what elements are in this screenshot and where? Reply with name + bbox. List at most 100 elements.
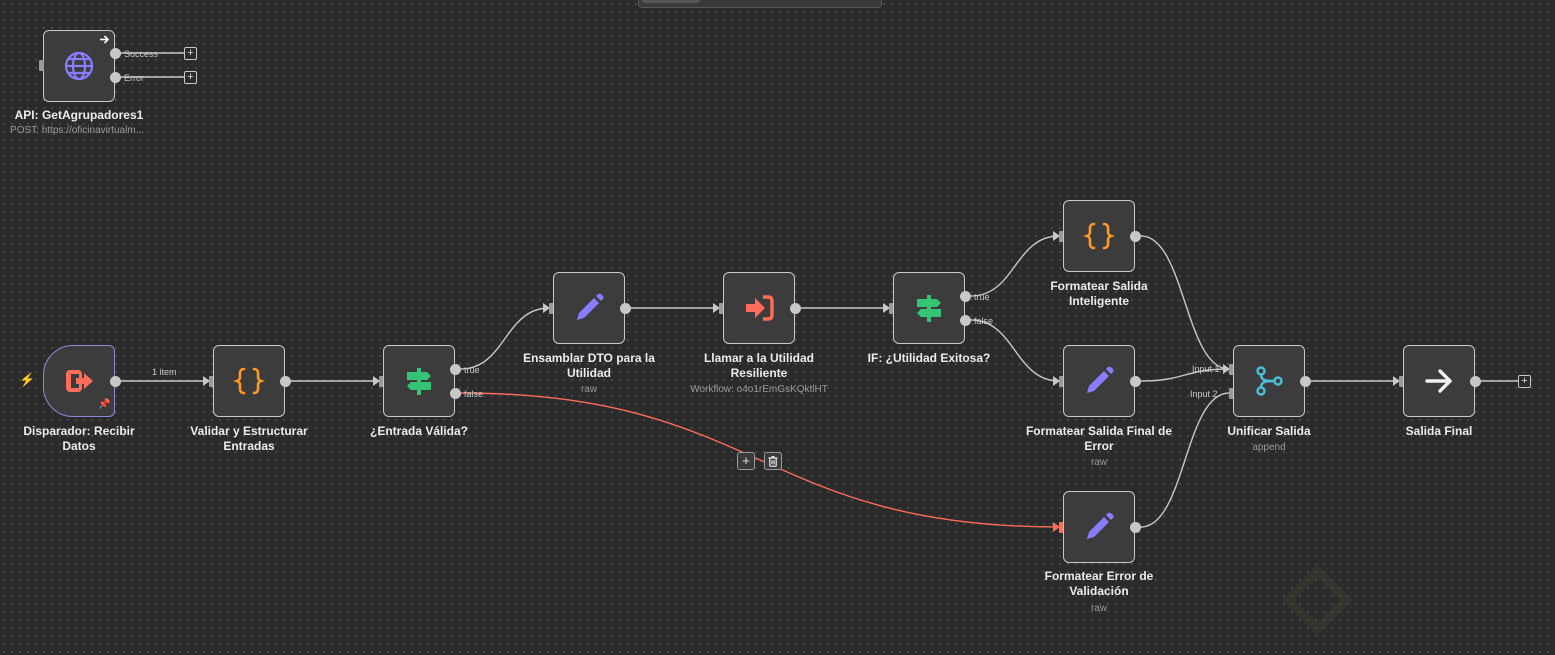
llamar-title: Llamar a la Utilidad Resiliente: [703, 351, 815, 380]
arrow-entrada: [373, 376, 380, 386]
sign-in-workflow-icon: [742, 291, 776, 325]
fmtintel-output-port[interactable]: [1130, 231, 1141, 242]
if-true-port[interactable]: [960, 291, 971, 302]
top-toolbar[interactable]: [638, 0, 882, 8]
edge-fmterrval-unificar: [1140, 392, 1230, 528]
trash-icon: [768, 456, 778, 467]
arrow-validar: [203, 376, 210, 386]
node-api-getagrupadores[interactable]: [43, 30, 115, 102]
unificar-input-2-port[interactable]: [1229, 388, 1234, 399]
if-false-port[interactable]: [960, 315, 971, 326]
salida-title: Salida Final: [1405, 424, 1473, 438]
fmterrval-title: Formatear Error de Validación: [1044, 569, 1154, 598]
pencil-icon: [1082, 510, 1116, 544]
node-validar[interactable]: [213, 345, 285, 417]
edge-entrada-true-ensamblar: [460, 307, 550, 370]
api-input-port[interactable]: [39, 60, 44, 71]
fmterrfinal-title: Formatear Salida Final de Error: [1025, 424, 1173, 453]
arrow-salida: [1393, 376, 1400, 386]
node-unificar-salida[interactable]: [1233, 345, 1305, 417]
entrada-input-port[interactable]: [379, 376, 384, 387]
validar-title: Validar y Estructurar Entradas: [190, 424, 308, 453]
llamar-output-port[interactable]: [790, 303, 801, 314]
api-success-add-button[interactable]: +: [184, 47, 197, 60]
unificar-input-1-label: Input 1: [1192, 364, 1220, 374]
logo-watermark-icon: [1282, 565, 1352, 635]
entrada-false-port[interactable]: [450, 388, 461, 399]
signpost-icon: [402, 364, 436, 398]
pin-icon: 📌: [98, 399, 111, 410]
fmterrfinal-input-port[interactable]: [1059, 376, 1064, 387]
arrow-fmtintel: [1053, 231, 1060, 241]
validar-input-port[interactable]: [209, 376, 214, 387]
api-error-port[interactable]: [110, 72, 121, 83]
node-formatear-salida-inteligente[interactable]: [1063, 200, 1135, 272]
edge-add-button[interactable]: +: [737, 452, 755, 470]
unificar-subtitle: append: [1252, 442, 1286, 453]
pencil-icon: [1082, 364, 1116, 398]
api-error-label: Error: [124, 73, 144, 83]
arrow-ensamblar: [543, 303, 550, 313]
entrada-title: ¿Entrada Válida?: [369, 424, 469, 438]
llamar-subtitle: Workflow: o4o1rEmGsKQktlHT: [690, 384, 828, 395]
fmterrval-input-port[interactable]: [1059, 522, 1064, 533]
node-llamar[interactable]: [723, 272, 795, 344]
arrow-fmterrval: [1053, 522, 1060, 532]
salida-add-button[interactable]: +: [1518, 375, 1531, 388]
arrow-right-icon: [100, 35, 110, 44]
api-title: API: GetAgrupadores1: [14, 108, 144, 122]
if-true-label: true: [974, 292, 990, 302]
braces-icon: [1082, 219, 1116, 253]
fmtintel-title: Formatear Salida Inteligente: [1050, 279, 1148, 308]
if-input-port[interactable]: [889, 303, 894, 314]
node-entrada-valida[interactable]: [383, 345, 455, 417]
fmterrfinal-subtitle: raw: [1090, 457, 1108, 468]
ensamblar-output-port[interactable]: [620, 303, 631, 314]
llamar-input-port[interactable]: [719, 303, 724, 314]
api-success-port[interactable]: [110, 48, 121, 59]
edge-if-true-fmtintel: [970, 235, 1060, 297]
ensamblar-input-port[interactable]: [549, 303, 554, 314]
edge-if-false-fmterrfinal: [970, 319, 1060, 382]
sign-in-icon: [62, 364, 96, 398]
if-false-label: false: [974, 316, 994, 326]
fmterrval-output-port[interactable]: [1130, 522, 1141, 533]
trigger-output-port[interactable]: [110, 376, 121, 387]
edge-entrada-false-fmterrval: [460, 392, 1060, 528]
entrada-false-label: false: [464, 389, 484, 399]
globe-icon: [62, 49, 96, 83]
salida-output-port[interactable]: [1470, 376, 1481, 387]
pencil-icon: [572, 291, 606, 325]
arrow-if: [883, 303, 890, 313]
fmtintel-input-port[interactable]: [1059, 231, 1064, 242]
validar-output-port[interactable]: [280, 376, 291, 387]
fmterrfinal-output-port[interactable]: [1130, 376, 1141, 387]
salida-input-port[interactable]: [1399, 376, 1404, 387]
unificar-output-port[interactable]: [1300, 376, 1311, 387]
unificar-title: Unificar Salida: [1227, 424, 1311, 438]
entrada-true-label: true: [464, 365, 480, 375]
node-formatear-salida-final-error[interactable]: [1063, 345, 1135, 417]
api-subtitle: POST: https://oficinavirtualm...: [10, 125, 144, 136]
ensamblar-title: Ensamblar DTO para la Utilidad: [523, 351, 655, 380]
braces-icon: [232, 364, 266, 398]
edge-delete-button[interactable]: [764, 452, 782, 470]
edge-label-items: 1 item: [152, 367, 177, 377]
node-if-utilidad[interactable]: [893, 272, 965, 344]
api-error-add-button[interactable]: +: [184, 71, 197, 84]
ensamblar-subtitle: raw: [580, 384, 598, 395]
entrada-true-port[interactable]: [450, 364, 461, 375]
node-salida-final[interactable]: [1403, 345, 1475, 417]
toolbar-segment[interactable]: [642, 0, 700, 3]
fmterrval-subtitle: raw: [1090, 603, 1108, 614]
arrow-unificar-1: [1223, 364, 1230, 374]
node-ensamblar[interactable]: [553, 272, 625, 344]
unificar-input-2-label: Input 2: [1190, 389, 1218, 399]
merge-icon: [1252, 364, 1286, 398]
node-trigger[interactable]: 📌: [43, 345, 115, 417]
unificar-input-1-port[interactable]: [1229, 364, 1234, 375]
arrow-llamar: [713, 303, 720, 313]
node-formatear-error-validacion[interactable]: [1063, 491, 1135, 563]
arrow-fmterrfinal: [1053, 376, 1060, 386]
